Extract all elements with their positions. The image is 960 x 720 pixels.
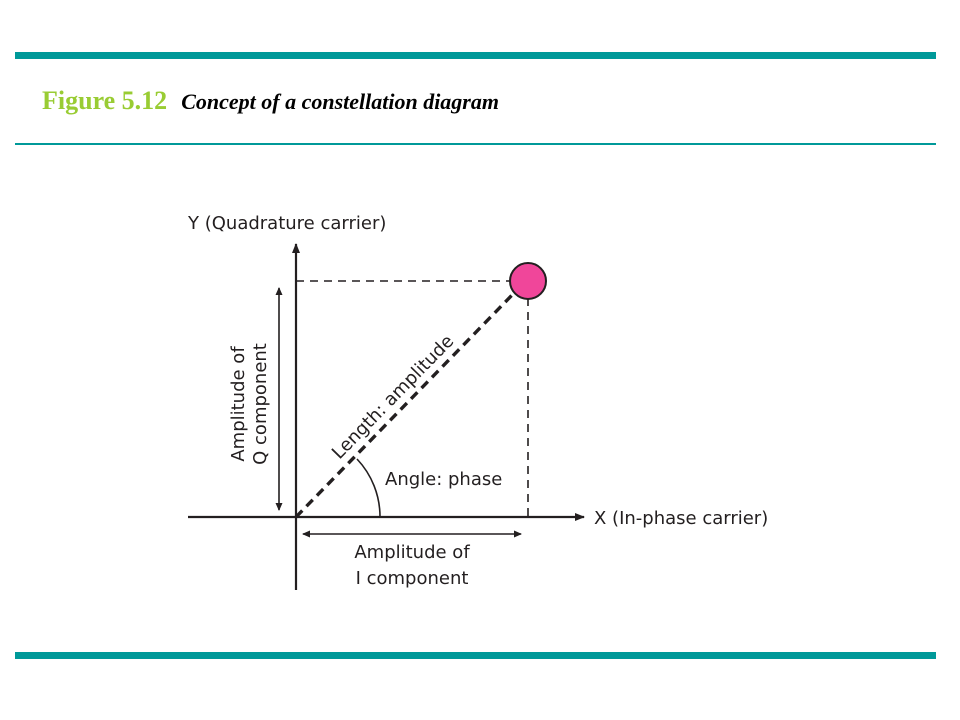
length-amplitude-label: Length: amplitude bbox=[328, 331, 458, 464]
figure-caption: Concept of a constellation diagram bbox=[181, 89, 499, 114]
i-amplitude-label-line2: I component bbox=[356, 568, 469, 589]
phase-angle-arc bbox=[356, 458, 381, 518]
figure-title: Figure 5.12 Concept of a constellation d… bbox=[42, 86, 499, 116]
constellation-point bbox=[509, 262, 547, 300]
q-amplitude-label-line2: Q component bbox=[250, 343, 271, 465]
figure-number: Figure 5.12 bbox=[42, 86, 168, 115]
y-axis-label: Y (Quadrature carrier) bbox=[187, 213, 386, 234]
angle-phase-label: Angle: phase bbox=[385, 469, 502, 490]
bottom-accent-bar bbox=[15, 652, 936, 659]
title-divider bbox=[15, 143, 936, 145]
top-accent-bar bbox=[15, 52, 936, 59]
amplitude-vector bbox=[294, 290, 517, 519]
x-axis-label: X (In-phase carrier) bbox=[594, 508, 768, 529]
i-amplitude-label-line1: Amplitude of bbox=[354, 542, 470, 563]
q-amplitude-label-line1: Amplitude of bbox=[228, 346, 249, 462]
